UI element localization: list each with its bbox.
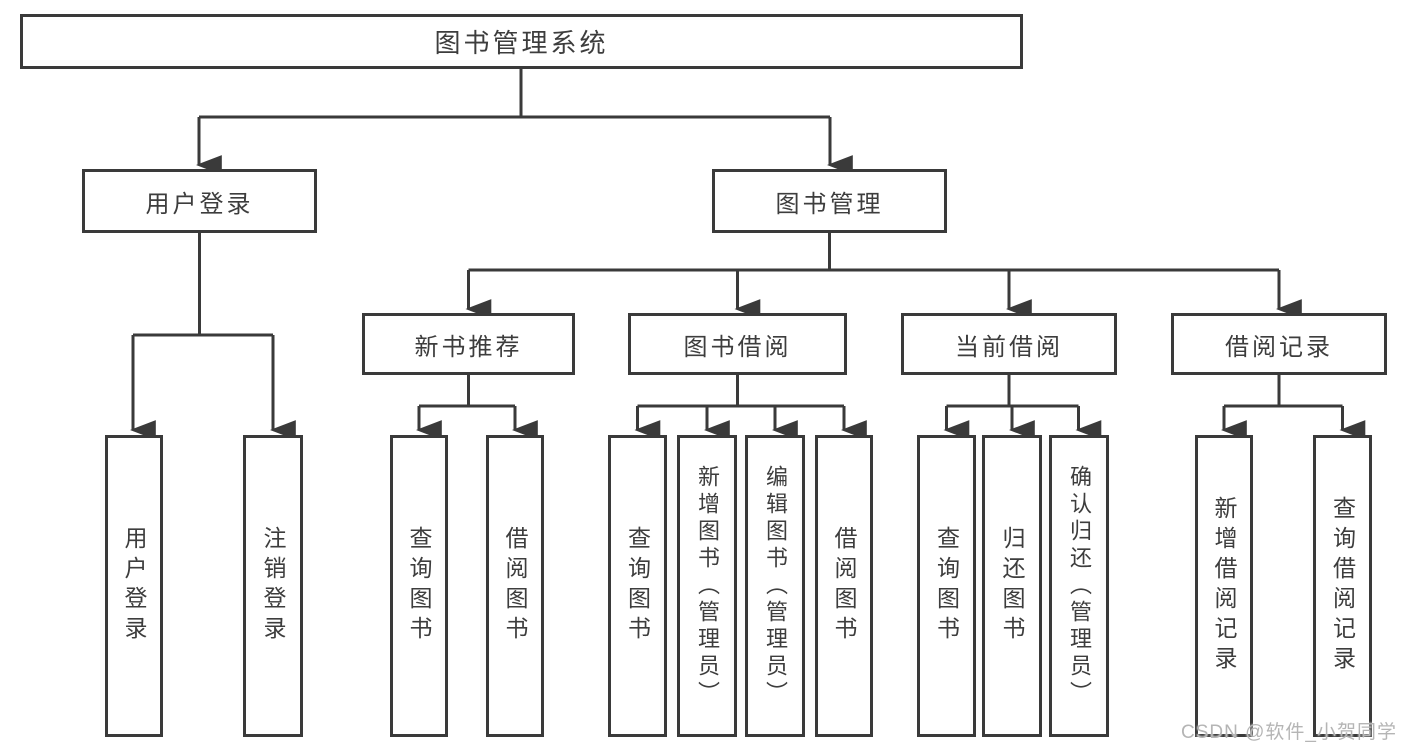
leaf-query-borrow-record: 查询借阅记录 bbox=[1313, 435, 1372, 737]
node-current-borrow: 当前借阅 bbox=[901, 313, 1117, 375]
csdn-watermark: CSDN @软件_小贺同学 bbox=[1181, 722, 1397, 743]
leaf-query-books-current: 查询图书 bbox=[917, 435, 976, 737]
leaf-add-books-admin: 新增图书（管理员） bbox=[677, 435, 737, 737]
leaf-confirm-return-admin: 确认归还（管理员） bbox=[1049, 435, 1109, 737]
leaf-query-books-borrow: 查询图书 bbox=[608, 435, 667, 737]
leaf-user-login: 用户登录 bbox=[105, 435, 163, 737]
leaf-add-borrow-record: 新增借阅记录 bbox=[1195, 435, 1253, 737]
leaf-borrow-books-recommend: 借阅图书 bbox=[486, 435, 544, 737]
leaf-query-books-recommend: 查询图书 bbox=[390, 435, 448, 737]
node-borrow-records: 借阅记录 bbox=[1171, 313, 1387, 375]
leaf-logout: 注销登录 bbox=[243, 435, 303, 737]
leaf-return-books: 归还图书 bbox=[982, 435, 1042, 737]
node-user-login: 用户登录 bbox=[82, 169, 317, 233]
node-book-borrow: 图书借阅 bbox=[628, 313, 847, 375]
node-book-management: 图书管理 bbox=[712, 169, 947, 233]
leaf-edit-books-admin: 编辑图书（管理员） bbox=[745, 435, 805, 737]
leaf-borrow-books: 借阅图书 bbox=[815, 435, 873, 737]
node-new-book-recommend: 新书推荐 bbox=[362, 313, 575, 375]
node-library-system: 图书管理系统 bbox=[20, 14, 1023, 69]
